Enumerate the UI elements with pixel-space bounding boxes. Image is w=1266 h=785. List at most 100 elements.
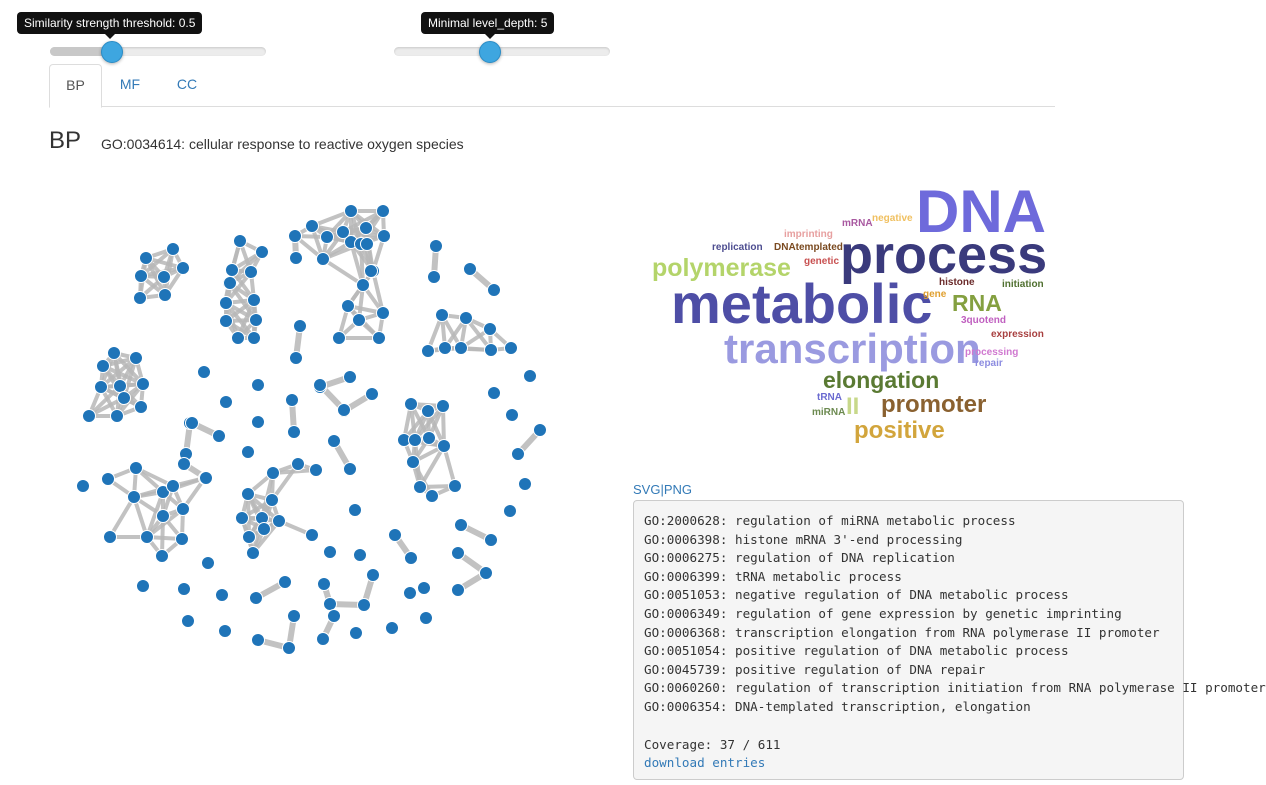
graph-node[interactable] (219, 395, 233, 409)
graph-node[interactable] (176, 261, 190, 275)
graph-node[interactable] (166, 242, 180, 256)
graph-node[interactable] (285, 393, 299, 407)
graph-node[interactable] (241, 487, 255, 501)
graph-node[interactable] (422, 431, 436, 445)
graph-node[interactable] (113, 379, 127, 393)
svg-download-link[interactable]: SVG (633, 482, 661, 497)
graph-node[interactable] (503, 504, 517, 518)
graph-node[interactable] (235, 511, 249, 525)
graph-node[interactable] (376, 306, 390, 320)
graph-node[interactable] (487, 283, 501, 297)
graph-node[interactable] (219, 296, 233, 310)
graph-node[interactable] (372, 331, 386, 345)
download-entries-link[interactable]: download entries (644, 755, 766, 771)
png-download-link[interactable]: PNG (663, 482, 693, 497)
graph-node[interactable] (427, 270, 441, 284)
graph-node[interactable] (140, 530, 154, 544)
graph-node[interactable] (404, 397, 418, 411)
graph-node[interactable] (353, 548, 367, 562)
graph-node[interactable] (185, 416, 199, 430)
graph-node[interactable] (197, 365, 211, 379)
graph-node[interactable] (251, 415, 265, 429)
graph-node[interactable] (255, 245, 269, 259)
graph-node[interactable] (419, 611, 433, 625)
graph-node[interactable] (103, 530, 117, 544)
graph-node[interactable] (523, 369, 537, 383)
graph-node[interactable] (417, 581, 431, 595)
graph-node[interactable] (305, 528, 319, 542)
graph-node[interactable] (385, 621, 399, 635)
graph-node[interactable] (332, 331, 346, 345)
graph-node[interactable] (201, 556, 215, 570)
graph-node[interactable] (336, 225, 350, 239)
graph-node[interactable] (134, 269, 148, 283)
graph-node[interactable] (293, 319, 307, 333)
graph-node[interactable] (316, 632, 330, 646)
graph-node[interactable] (257, 522, 271, 536)
graph-node[interactable] (177, 457, 191, 471)
graph-node[interactable] (225, 263, 239, 277)
graph-node[interactable] (404, 551, 418, 565)
tab-cc[interactable]: CC (176, 76, 198, 92)
graph-node[interactable] (316, 252, 330, 266)
graph-node[interactable] (421, 344, 435, 358)
graph-node[interactable] (505, 408, 519, 422)
similarity-threshold-handle[interactable] (101, 41, 123, 63)
graph-node[interactable] (388, 528, 402, 542)
graph-node[interactable] (518, 477, 532, 491)
graph-node[interactable] (223, 276, 237, 290)
graph-node[interactable] (278, 575, 292, 589)
graph-node[interactable] (348, 503, 362, 517)
graph-node[interactable] (413, 480, 427, 494)
graph-node[interactable] (448, 479, 462, 493)
graph-node[interactable] (479, 566, 493, 580)
graph-node[interactable] (247, 331, 261, 345)
graph-node[interactable] (166, 479, 180, 493)
graph-node[interactable] (317, 577, 331, 591)
graph-node[interactable] (360, 237, 374, 251)
graph-node[interactable] (82, 409, 96, 423)
graph-node[interactable] (155, 549, 169, 563)
graph-node[interactable] (158, 288, 172, 302)
graph-node[interactable] (129, 461, 143, 475)
graph-node[interactable] (438, 341, 452, 355)
graph-node[interactable] (320, 230, 334, 244)
graph-node[interactable] (454, 518, 468, 532)
graph-node[interactable] (272, 514, 286, 528)
graph-node[interactable] (244, 265, 258, 279)
graph-node[interactable] (287, 425, 301, 439)
graph-node[interactable] (156, 509, 170, 523)
graph-node[interactable] (483, 322, 497, 336)
tab-bp[interactable]: BP (49, 64, 102, 108)
graph-node[interactable] (323, 597, 337, 611)
graph-node[interactable] (436, 399, 450, 413)
graph-node[interactable] (291, 457, 305, 471)
graph-node[interactable] (215, 588, 229, 602)
graph-node[interactable] (218, 624, 232, 638)
graph-node[interactable] (242, 530, 256, 544)
graph-node[interactable] (349, 626, 363, 640)
graph-node[interactable] (406, 455, 420, 469)
graph-node[interactable] (176, 502, 190, 516)
graph-node[interactable] (425, 489, 439, 503)
graph-node[interactable] (249, 313, 263, 327)
graph-node[interactable] (212, 429, 226, 443)
graph-node[interactable] (484, 343, 498, 357)
graph-node[interactable] (377, 229, 391, 243)
graph-node[interactable] (487, 386, 501, 400)
graph-node[interactable] (241, 445, 255, 459)
graph-node[interactable] (451, 583, 465, 597)
graph-node[interactable] (107, 346, 121, 360)
graph-node[interactable] (287, 609, 301, 623)
graph-node[interactable] (356, 278, 370, 292)
graph-node[interactable] (288, 229, 302, 243)
graph-node[interactable] (76, 479, 90, 493)
graph-node[interactable] (365, 387, 379, 401)
graph-node[interactable] (352, 313, 366, 327)
graph-node[interactable] (110, 409, 124, 423)
graph-node[interactable] (463, 262, 477, 276)
graph-node[interactable] (364, 264, 378, 278)
graph-node[interactable] (136, 579, 150, 593)
graph-node[interactable] (249, 591, 263, 605)
graph-node[interactable] (129, 351, 143, 365)
